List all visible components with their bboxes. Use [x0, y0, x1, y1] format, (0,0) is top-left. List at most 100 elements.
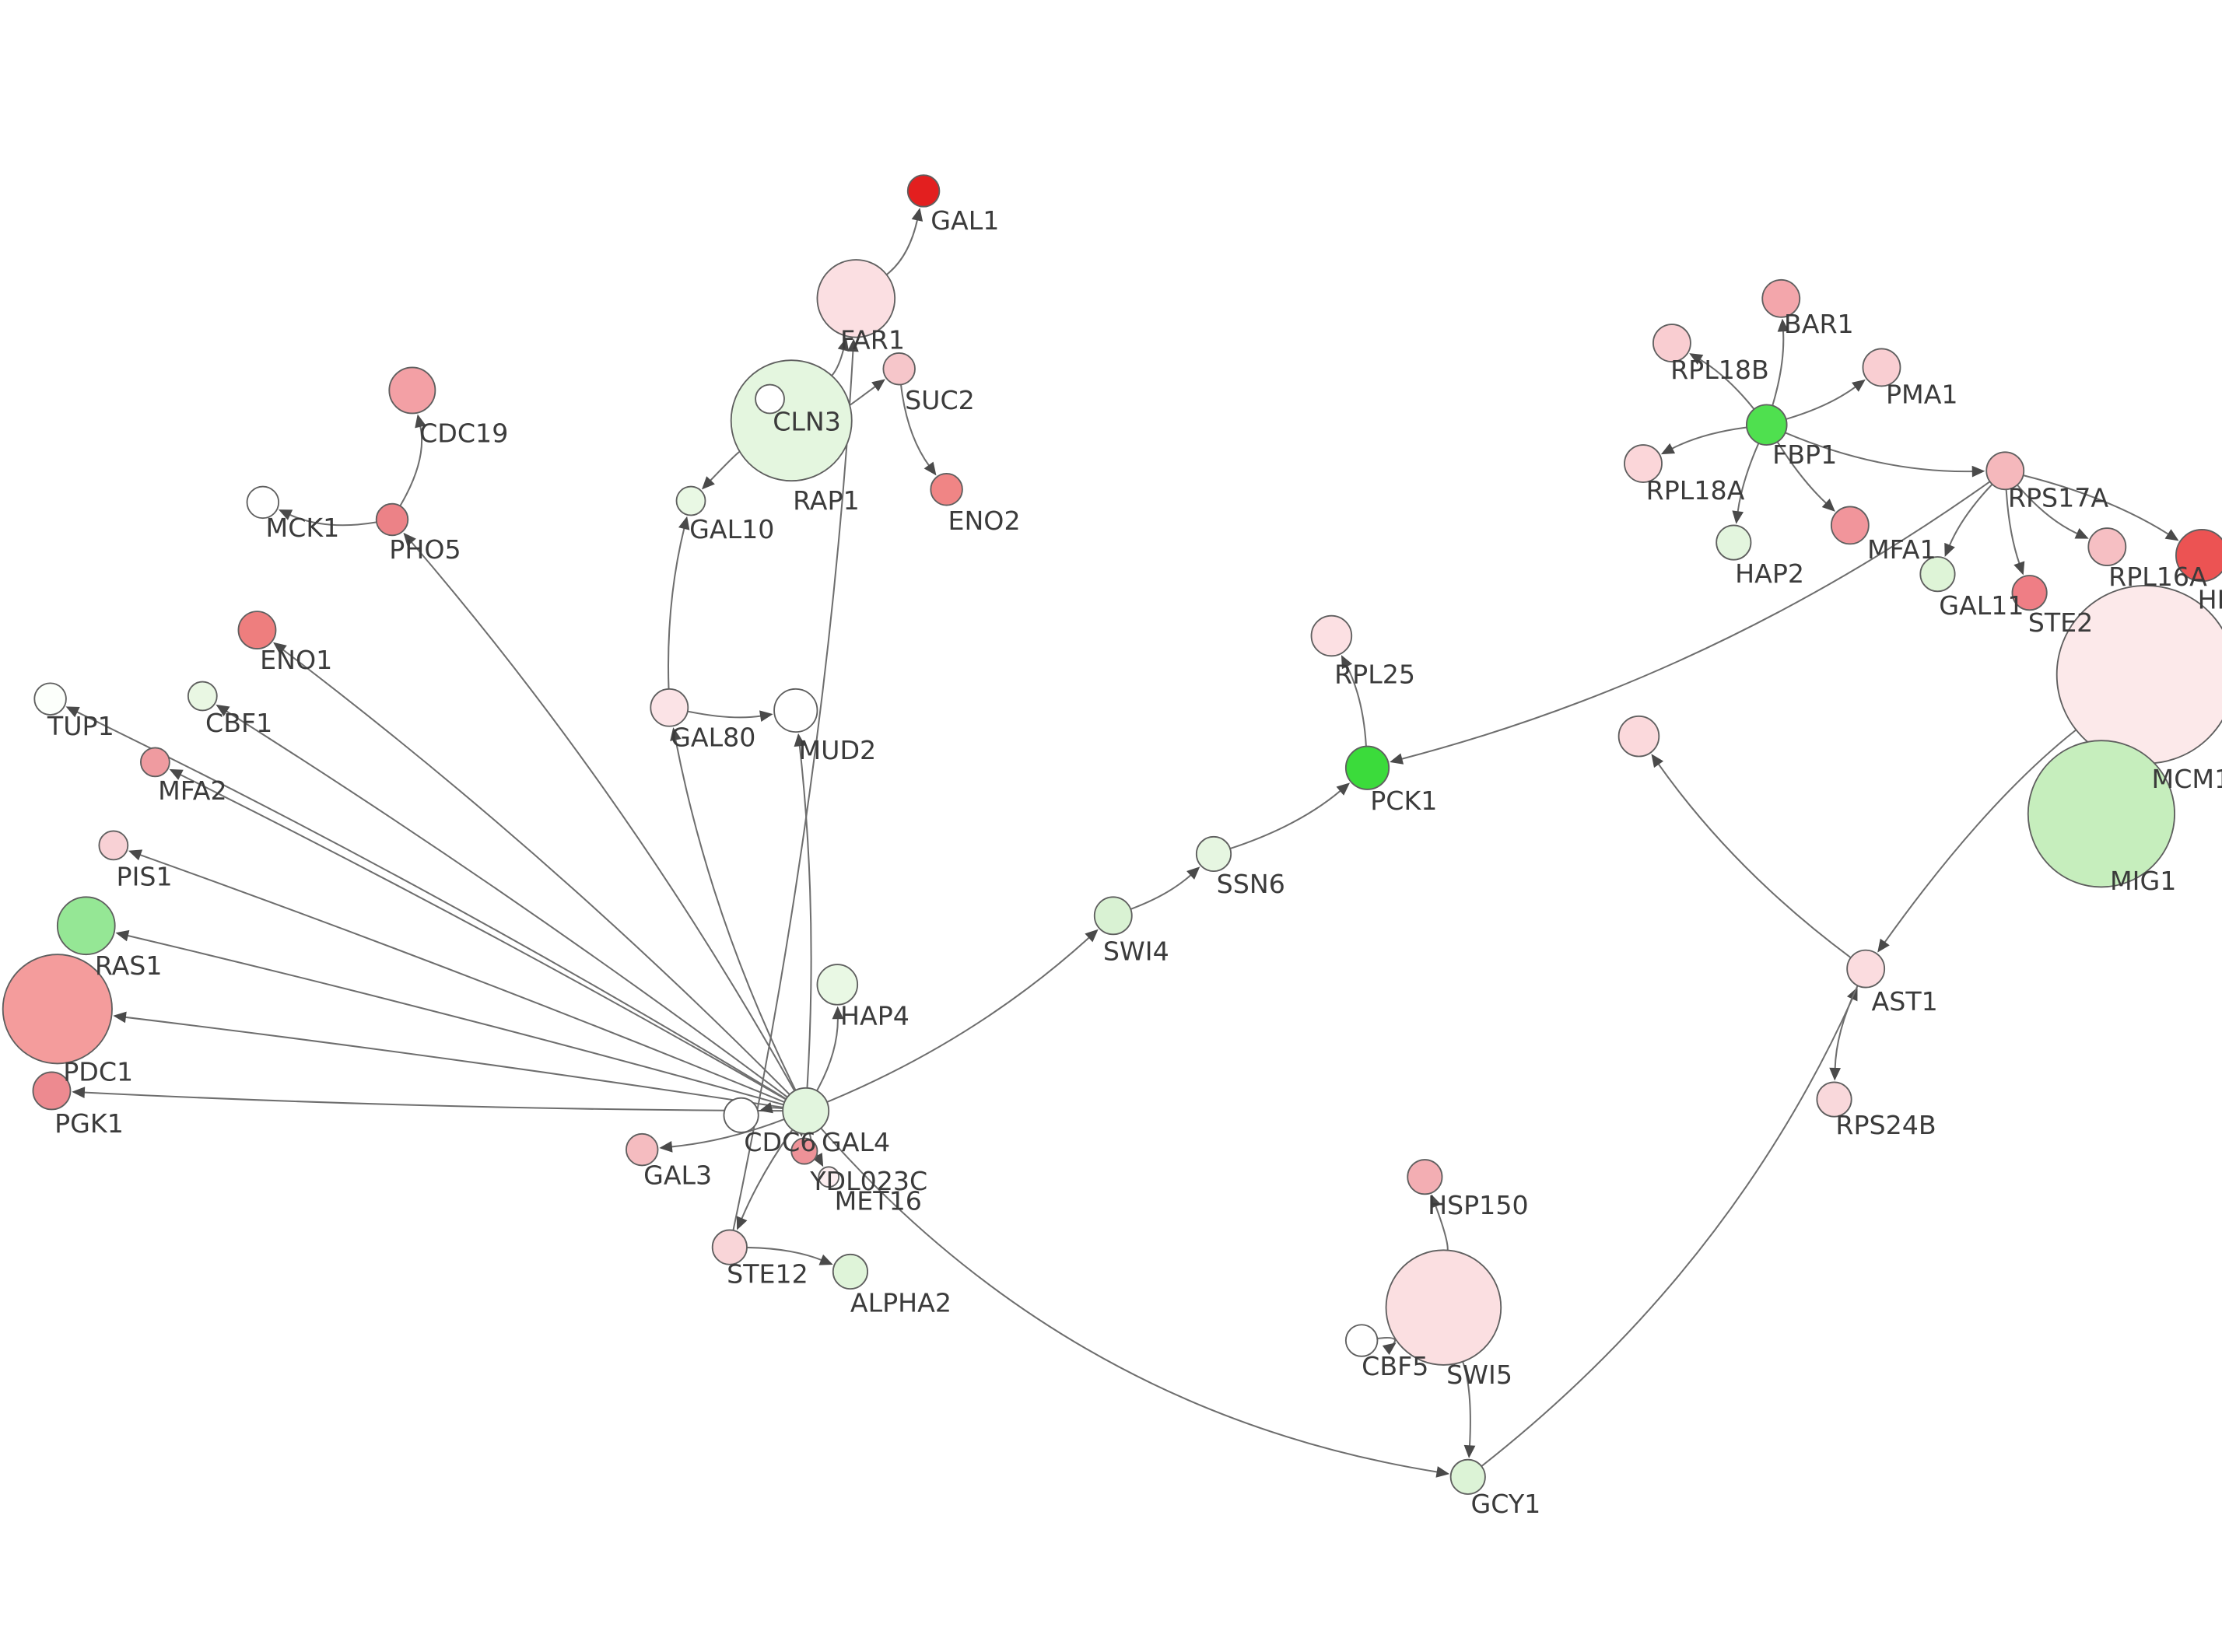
- node-hap4[interactable]: [816, 964, 859, 1006]
- edge-line[interactable]: [670, 1118, 785, 1148]
- edge-gal4-pis1[interactable]: [128, 849, 785, 1104]
- edge-gal4-swi4[interactable]: [826, 929, 1099, 1103]
- node-gal10[interactable]: [675, 485, 706, 516]
- edge-line[interactable]: [1345, 664, 1367, 747]
- edge-line[interactable]: [798, 744, 812, 1088]
- node-his4[interactable]: [2175, 529, 2222, 583]
- node-gal1[interactable]: [906, 174, 941, 208]
- edge-rap1-far1[interactable]: [831, 337, 850, 376]
- edge-line[interactable]: [2023, 474, 2170, 536]
- node-gal80[interactable]: [650, 688, 689, 727]
- node-ast1[interactable]: [1846, 949, 1886, 989]
- edge-line[interactable]: [849, 385, 877, 406]
- edge-line[interactable]: [2017, 484, 2079, 535]
- edge-line[interactable]: [1785, 432, 1974, 473]
- node-rpl16a[interactable]: [2087, 527, 2127, 566]
- edge-line[interactable]: [1462, 1361, 1471, 1447]
- edge-line[interactable]: [820, 1127, 1439, 1473]
- node-suc2[interactable]: [882, 352, 916, 386]
- edge-gal4-gcy1[interactable]: [820, 1127, 1450, 1478]
- node-swi4[interactable]: [1093, 896, 1133, 936]
- edge-rap1-suc2[interactable]: [849, 379, 885, 406]
- edge-line[interactable]: [900, 384, 931, 467]
- edge-ssn6-pck1[interactable]: [1229, 782, 1351, 850]
- edge-line[interactable]: [667, 527, 685, 689]
- edge-ast1-nodex[interactable]: [1651, 754, 1852, 959]
- edge-gal80-mud2[interactable]: [687, 710, 773, 722]
- edge-gal4-tup1[interactable]: [65, 706, 787, 1100]
- node-alpha2[interactable]: [832, 1253, 868, 1290]
- edge-gal4-eno1[interactable]: [273, 642, 790, 1096]
- edge-gal4-gal80[interactable]: [670, 727, 797, 1091]
- node-pck1[interactable]: [1344, 745, 1390, 790]
- node-rpl25[interactable]: [1310, 614, 1353, 657]
- edge-fbp1-bar1[interactable]: [1772, 318, 1789, 406]
- edge-gal4-cdc6[interactable]: [759, 1101, 783, 1114]
- edge-line[interactable]: [1400, 481, 1991, 761]
- edge-gal4-mud2[interactable]: [794, 733, 812, 1088]
- edge-gal4-hap4[interactable]: [816, 1006, 844, 1091]
- edge-suc2-eno2[interactable]: [900, 384, 937, 476]
- edge-line[interactable]: [282, 648, 790, 1096]
- node-mud2[interactable]: [773, 688, 818, 733]
- node-ste12[interactable]: [711, 1229, 748, 1265]
- edge-line[interactable]: [399, 425, 423, 507]
- edge-rps17a-rpl16a[interactable]: [2017, 484, 2089, 539]
- edge-mcm1-ast1[interactable]: [1877, 729, 2077, 953]
- edge-line[interactable]: [2005, 489, 2020, 565]
- node-ydl023c[interactable]: [790, 1137, 818, 1165]
- edge-rps17a-gal11[interactable]: [1944, 483, 1993, 557]
- edge-line[interactable]: [826, 936, 1091, 1103]
- node-pgk1[interactable]: [32, 1071, 72, 1111]
- edge-line[interactable]: [740, 1129, 794, 1220]
- edge-line[interactable]: [1948, 483, 1993, 547]
- edge-gal4-gal3[interactable]: [659, 1118, 785, 1153]
- node-pis1[interactable]: [98, 830, 129, 861]
- edge-ast1-rps24b[interactable]: [1829, 985, 1859, 1081]
- edge-line[interactable]: [288, 513, 377, 527]
- edge-line[interactable]: [179, 773, 787, 1101]
- node-rap1[interactable]: [730, 359, 853, 482]
- node-mck1[interactable]: [246, 485, 280, 520]
- edge-swi5-gcy1[interactable]: [1462, 1361, 1476, 1458]
- edge-line[interactable]: [1776, 441, 1828, 505]
- edge-line[interactable]: [410, 541, 796, 1092]
- edge-line[interactable]: [1834, 985, 1859, 1069]
- node-cln3[interactable]: [755, 383, 785, 415]
- edge-gal4-ste12[interactable]: [736, 1129, 794, 1230]
- edge-line[interactable]: [75, 710, 787, 1100]
- edge-rps17a-his4[interactable]: [2023, 474, 2179, 541]
- edge-line[interactable]: [746, 1246, 823, 1262]
- edge-gal80-gal10[interactable]: [667, 516, 690, 689]
- edge-rps17a-pck1[interactable]: [1390, 481, 1991, 765]
- edge-gal4-ras1[interactable]: [115, 929, 784, 1106]
- edge-line[interactable]: [1229, 789, 1342, 850]
- node-ssn6[interactable]: [1195, 835, 1232, 873]
- edge-line[interactable]: [1737, 443, 1760, 513]
- edge-rap1-gal10[interactable]: [702, 450, 741, 490]
- edge-line[interactable]: [1434, 1205, 1449, 1251]
- edge-line[interactable]: [732, 350, 854, 1231]
- node-tup1[interactable]: [33, 682, 67, 716]
- edge-line[interactable]: [1883, 729, 2077, 944]
- edge-line[interactable]: [1657, 762, 1852, 959]
- node-nodex[interactable]: [1617, 715, 1660, 758]
- node-gcy1[interactable]: [1449, 1458, 1486, 1495]
- edge-line[interactable]: [687, 710, 762, 719]
- node-mfa1[interactable]: [1830, 506, 1870, 545]
- node-hsp150[interactable]: [1407, 1159, 1443, 1195]
- edge-pho5-cdc19[interactable]: [399, 414, 426, 507]
- edge-fbp1-hap2[interactable]: [1732, 443, 1760, 524]
- edge-ste12-far1[interactable]: [732, 338, 859, 1231]
- edge-fbp1-rps17a[interactable]: [1785, 432, 1985, 478]
- node-pdc1[interactable]: [2, 954, 113, 1065]
- node-rpl18a[interactable]: [1624, 444, 1663, 483]
- node-pho5[interactable]: [375, 502, 409, 537]
- node-mig1[interactable]: [2027, 740, 2175, 888]
- edge-fbp1-mfa1[interactable]: [1776, 441, 1835, 512]
- edge-ste12-alpha2[interactable]: [746, 1246, 833, 1265]
- edge-line[interactable]: [126, 934, 784, 1106]
- node-ras1[interactable]: [56, 896, 116, 956]
- node-met16[interactable]: [818, 1166, 840, 1188]
- edge-line[interactable]: [675, 738, 797, 1091]
